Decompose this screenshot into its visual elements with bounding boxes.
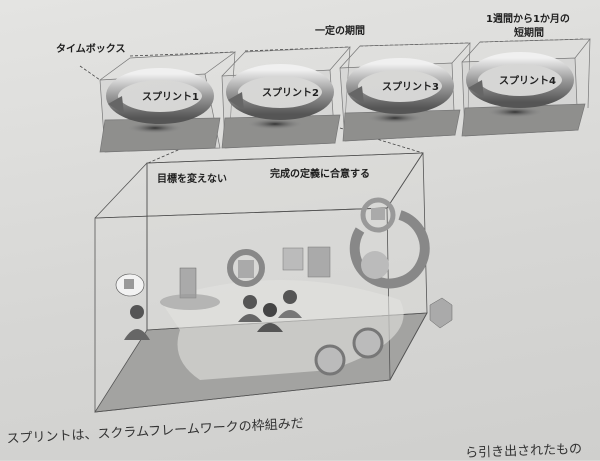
sprint-rings <box>106 52 574 134</box>
sprint-3-label: スプリント3 <box>382 82 439 93</box>
short-period-label-line2: 短期間 <box>514 28 544 39</box>
daily-scrum-cycle-icon <box>349 210 430 289</box>
agree-done-label: 完成の定義に合意する <box>270 169 370 180</box>
retrospective-cycle-icon <box>352 327 384 359</box>
backlog-stack-icon <box>160 267 220 310</box>
increment-cube-icon <box>429 297 453 329</box>
sprint-cycle-icon-2 <box>226 64 334 130</box>
review-cycle-icon <box>314 344 346 376</box>
product-owner-icon <box>124 305 150 340</box>
body-text-fragment: ら引き出されたもの <box>464 441 583 461</box>
sprint-1-label: スプリント1 <box>142 92 199 103</box>
thought-bubble-icon <box>115 273 145 297</box>
sprint-cycle-icon-4 <box>466 52 574 118</box>
timebox-label: タイムボックス <box>56 44 126 55</box>
sprint-cycle-icon-3 <box>346 58 454 124</box>
fixed-period-label: 一定の期間 <box>315 26 365 37</box>
task-board-icon <box>282 246 331 278</box>
planning-cycle-icon <box>227 249 265 287</box>
sprint-2-label: スプリント2 <box>262 88 319 99</box>
team-members-icon <box>238 290 302 332</box>
sprint-4-label: スプリント4 <box>499 76 556 87</box>
no-goal-change-label: 目標を変えない <box>157 174 227 185</box>
small-cycle-icon <box>360 197 396 233</box>
short-period-label-line1: 1週間から1か月の <box>486 14 570 25</box>
sprint-cycle-icon-1 <box>106 68 214 134</box>
